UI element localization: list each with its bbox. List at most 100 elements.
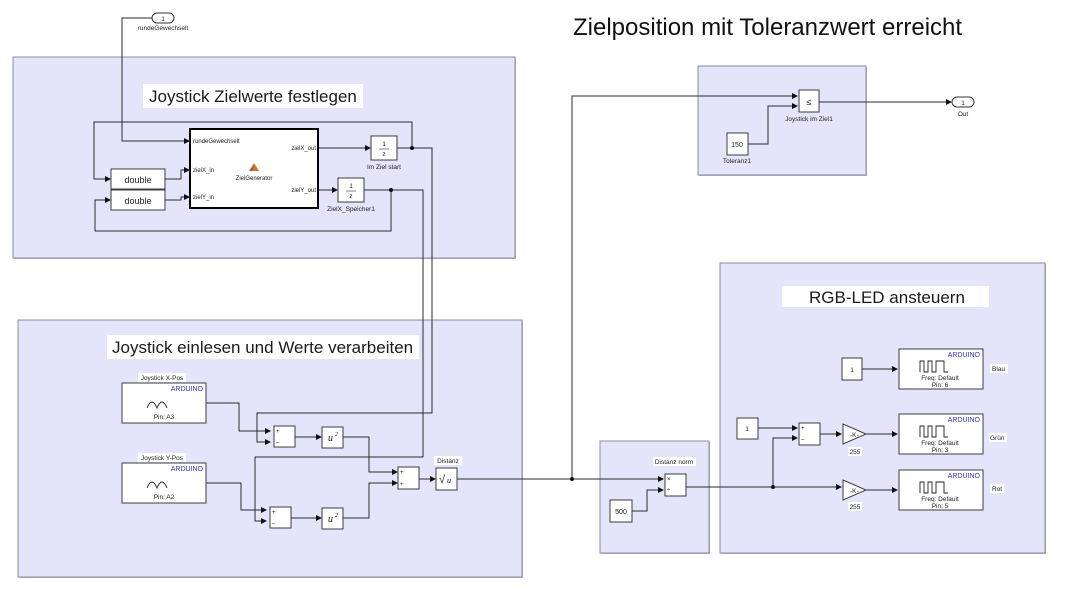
- area-title-einlesen: Joystick einlesen und Werte verarbeiten: [112, 338, 413, 357]
- sign-plus: +: [400, 482, 404, 488]
- pin-label: Pin: A2: [154, 494, 175, 501]
- wire-zielx-in[interactable]: [165, 167, 190, 180]
- arduino-label: ARDUINO: [171, 386, 204, 393]
- matlab-icon: [249, 163, 259, 171]
- square-exp: 2: [335, 513, 338, 519]
- gain-gruen[interactable]: -K- 255: [842, 423, 868, 456]
- signal-lines: [93, 17, 952, 524]
- zielgenerator-name: ZielGenerator: [236, 176, 273, 182]
- wire-xpos[interactable]: [206, 402, 271, 434]
- gain-symbol: -K-: [850, 488, 859, 495]
- outport-number: 1: [961, 100, 965, 107]
- pwm-label: Rot: [992, 486, 1002, 493]
- subtract-y[interactable]: + –: [269, 506, 292, 529]
- junction-dot: [771, 485, 775, 489]
- wire-500-divide[interactable]: [632, 487, 664, 512]
- sign-minus: –: [801, 437, 805, 443]
- arduino-label: ARDUINO: [948, 473, 981, 480]
- sqrt-block[interactable]: Distanz √ u: [434, 456, 462, 491]
- analog-input-x[interactable]: Joystick X-Pos ARDUINO Pin: A3: [121, 373, 207, 424]
- inport-number: 1: [161, 16, 165, 23]
- diagram-title: Zielposition mit Toleranzwert erreicht: [573, 14, 962, 41]
- analog-input-label: Joystick Y-Pos: [141, 455, 184, 462]
- constant-one[interactable]: 1: [736, 417, 759, 440]
- subtract-x[interactable]: + –: [273, 425, 296, 448]
- junctions: [389, 146, 775, 489]
- outport-label: Out: [958, 111, 969, 118]
- pin-label: Pin: A3: [154, 414, 175, 421]
- pwm-blau[interactable]: ARDUINO Freq: Default Pin: 6 Blau: [898, 348, 1008, 390]
- delay-zielx-speicher1[interactable]: 1 z ZielX_Speicher1: [327, 177, 375, 213]
- divide-label: Distanz norm: [655, 459, 693, 466]
- conversion-double-x[interactable]: double: [110, 168, 166, 190]
- area-rgb[interactable]: RGB-LED ansteuern: [719, 262, 1046, 554]
- subtract-rgb[interactable]: + –: [798, 422, 821, 446]
- sign-multiply: ×: [667, 477, 671, 483]
- outport-out[interactable]: 1 Out: [951, 96, 975, 118]
- arduino-label: ARDUINO: [171, 466, 204, 473]
- delay-label: ZielX_Speicher1: [327, 206, 375, 213]
- delay-den: z: [382, 151, 385, 158]
- junction-dot: [389, 188, 393, 192]
- pwm-rot[interactable]: ARDUINO Freq: Default Pin: 5 Rot: [898, 469, 1004, 511]
- wire-sq2-add[interactable]: [343, 480, 398, 519]
- constant-value: 1: [745, 426, 749, 433]
- pwm-freq: Freq: Default: [921, 375, 959, 382]
- wire-rundegewechselt[interactable]: [121, 17, 190, 144]
- area-einlesen[interactable]: Joystick einlesen und Werte verarbeiten: [17, 319, 523, 578]
- add-block[interactable]: + +: [397, 466, 420, 490]
- conversion-double-y[interactable]: double: [110, 189, 166, 211]
- gain-rot[interactable]: -K- 255: [842, 479, 868, 511]
- wire-zielx-to-sub[interactable]: [256, 147, 433, 445]
- divide-block[interactable]: Distanz norm × ÷: [653, 457, 696, 497]
- pwm-label: Grün: [990, 435, 1005, 442]
- sign-minus: –: [272, 521, 276, 527]
- pwm-gruen[interactable]: ARDUINO Freq: Default Pin: 3 Grün: [898, 413, 1007, 455]
- sqrt-symbol: √: [439, 474, 446, 486]
- wire-feedback-y[interactable]: [94, 189, 392, 232]
- area-toleranz[interactable]: [697, 65, 867, 176]
- wire-ypos[interactable]: [206, 482, 267, 513]
- wire-distanz-to-compare[interactable]: [571, 93, 798, 479]
- wire-feedback-x[interactable]: [93, 121, 413, 182]
- delay-im-ziel-start[interactable]: 1 z Im Ziel start: [367, 135, 401, 171]
- analog-wave-icon: [146, 401, 168, 410]
- delay-den: z: [349, 193, 352, 200]
- constant-blau[interactable]: 1: [841, 357, 863, 381]
- sqrt-label: Distanz: [437, 458, 459, 465]
- wire-ziely-to-sub[interactable]: [254, 189, 424, 524]
- pwm-pin: Pin: 6: [932, 382, 949, 389]
- constant-toleranz[interactable]: 150 Toleranz1: [723, 132, 752, 165]
- analog-input-y[interactable]: Joystick Y-Pos ARDUINO Pin: A2: [121, 453, 207, 504]
- pwm-pin: Pin: 3: [932, 447, 949, 454]
- pwm-freq: Freq: Default: [921, 496, 959, 503]
- arduino-label: ARDUINO: [948, 352, 981, 359]
- sqrt-arg: u: [447, 476, 451, 485]
- port-zielx-out: zielX_out: [291, 146, 316, 152]
- port-rundegewechselt: rundeGewechselt: [193, 139, 240, 145]
- wire-ziely-in[interactable]: [165, 194, 190, 201]
- constant-value: 500: [615, 509, 627, 516]
- constant-label: Toleranz1: [723, 158, 752, 165]
- gain-value: 255: [850, 449, 861, 456]
- compare-symbol: ≤: [807, 97, 812, 107]
- sign-plus: +: [272, 510, 276, 516]
- pwm-wave-icon: [919, 425, 948, 438]
- zielgenerator-block[interactable]: rundeGewechselt zielX_in zielY_in zielX_…: [189, 128, 319, 209]
- wire-toleranz-compare[interactable]: [748, 103, 798, 145]
- inport-rundegewechselt[interactable]: 1 rundeGewechselt: [138, 12, 189, 32]
- port-ziely-in: zielY_in: [193, 195, 214, 201]
- square-x[interactable]: u 2: [321, 426, 344, 449]
- constant-500[interactable]: 500: [609, 499, 633, 523]
- conversion-label: double: [124, 196, 151, 206]
- wire-sq1-add[interactable]: [343, 436, 398, 475]
- square-y[interactable]: u 2: [321, 507, 344, 530]
- wire-divide-sub[interactable]: [772, 435, 798, 487]
- compare-block[interactable]: ≤ Joystick im Ziel1: [785, 89, 833, 123]
- arduino-label: ARDUINO: [948, 417, 981, 424]
- sign-plus: +: [400, 470, 404, 476]
- sign-minus: –: [276, 440, 280, 446]
- square-base: u: [328, 514, 333, 525]
- compare-label: Joystick im Ziel1: [785, 116, 833, 123]
